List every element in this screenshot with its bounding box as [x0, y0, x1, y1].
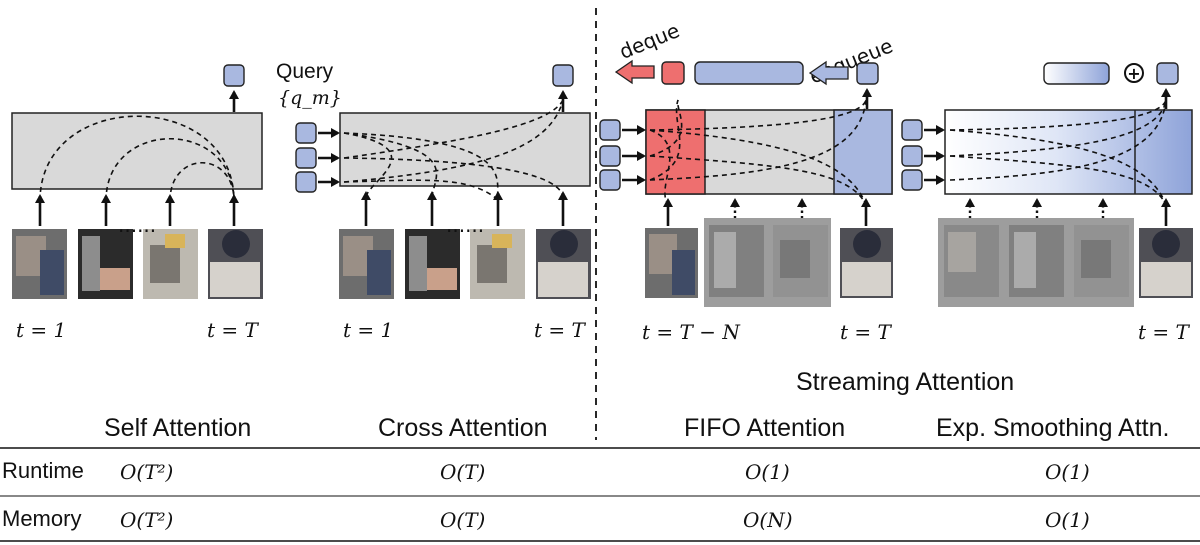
film-frame-icon [1139, 228, 1193, 298]
self-attn-arc [105, 137, 235, 202]
time-end-label: t = T [207, 318, 260, 342]
streaming-attention-label: Streaming Attention [796, 368, 1014, 396]
time-end-label: t = T [840, 320, 893, 344]
film-frame-icon [773, 225, 828, 297]
exp-attn-link [949, 155, 1167, 206]
table-cell: O(1) [1045, 460, 1090, 484]
time-start-label: t = T − N [642, 320, 741, 344]
exp-attn-link [949, 99, 1167, 131]
exp-attn-link [949, 129, 1167, 206]
exp-attn-link [949, 99, 1167, 181]
enqueued-token [856, 62, 879, 85]
cross-attn-link [343, 179, 499, 201]
film-frame-icon [645, 228, 698, 298]
exp-smoothing-box [944, 109, 1193, 195]
cross-attention-title: Cross Attention [378, 414, 548, 442]
query-token [295, 171, 317, 193]
complexity-table: Runtime O(T²) O(T) O(1) O(1) Memory O(T²… [0, 447, 1200, 542]
self-attn-arc [39, 115, 235, 202]
film-frame-icon [405, 229, 460, 299]
film-frame-icon [143, 229, 198, 299]
deque-label: deque [616, 18, 683, 64]
time-start-label: t = 1 [343, 318, 393, 342]
table-cell: O(T²) [120, 508, 173, 532]
query-token [295, 122, 317, 144]
fifo-attn-link [649, 99, 683, 157]
query-token [599, 119, 621, 141]
fifo-attn-link [649, 99, 681, 181]
film-frame-icon [1009, 225, 1064, 297]
fifo-oldest-slot [645, 109, 706, 195]
table-cell: O(T) [440, 508, 485, 532]
exp-smoothing-title: Exp. Smoothing Attn. [936, 414, 1169, 442]
query-symbol: {q_m} [278, 87, 342, 109]
fifo-attn-link [649, 129, 867, 206]
enqueue-arrow-icon [808, 60, 849, 86]
fifo-attention-title: FIFO Attention [684, 414, 845, 442]
smoothed-state-bar [1043, 62, 1110, 85]
table-cell: O(1) [1045, 508, 1090, 532]
output-token [223, 64, 245, 87]
plus-circle-icon [1124, 63, 1144, 83]
cross-attention-panel: Query {q_m} [276, 60, 591, 442]
film-frame-icon [536, 229, 591, 299]
fifo-attn-link [649, 155, 867, 206]
output-token [552, 64, 574, 87]
new-token [1156, 62, 1179, 85]
fifo-newest-slot [833, 109, 893, 195]
queue-bar [694, 61, 804, 85]
film-frame-icon [78, 229, 133, 299]
query-token [599, 169, 621, 191]
self-attention-panel: ...... t = 1 t = T Self Attention [11, 64, 263, 442]
time-start-label: t = 1 [16, 318, 66, 342]
deque-arrow-icon [614, 59, 655, 85]
frame-ellipsis: ...... [446, 213, 484, 237]
table-cell: O(T) [440, 460, 485, 484]
dequeued-token [661, 61, 685, 85]
table-row: Memory O(T²) O(T) O(N) O(1) [2, 506, 1090, 532]
film-frame-icon [709, 225, 764, 297]
row-label: Runtime [2, 458, 84, 483]
fifo-attn-link [649, 99, 867, 181]
film-frame-icon [208, 229, 263, 299]
self-attn-arc [169, 162, 235, 202]
film-frame-icon [1074, 225, 1129, 297]
film-frame-icon [944, 225, 999, 297]
query-label: Query [276, 60, 334, 83]
time-end-label: t = T [1138, 320, 1191, 344]
exp-smoothing-panel: + t = T Exp. Smoo [901, 62, 1193, 442]
query-token [599, 145, 621, 167]
query-token [901, 169, 923, 191]
row-label: Memory [2, 506, 81, 531]
fifo-attn-link [649, 99, 867, 131]
query-token [901, 119, 923, 141]
film-frame-icon [339, 229, 394, 299]
exp-attn-link [949, 99, 1167, 157]
cross-attn-link [343, 99, 564, 159]
fifo-attention-panel: deque enqueue [599, 18, 896, 442]
film-frame-icon [840, 228, 893, 298]
query-token [295, 147, 317, 169]
query-token [901, 145, 923, 167]
cross-attn-link [343, 99, 564, 183]
film-frame-icon [12, 229, 67, 299]
plus-symbol: + [1127, 64, 1140, 83]
cross-attention-box [339, 112, 591, 187]
table-cell: O(1) [745, 460, 790, 484]
frame-ellipsis: ...... [118, 213, 156, 237]
table-row: Runtime O(T²) O(T) O(1) O(1) [2, 458, 1090, 484]
table-cell: O(N) [743, 508, 793, 532]
table-cell: O(T²) [120, 460, 173, 484]
time-end-label: t = T [534, 318, 587, 342]
self-attention-box [11, 112, 263, 190]
fifo-attn-link [649, 129, 671, 206]
self-attention-title: Self Attention [104, 414, 251, 442]
film-frame-icon [470, 229, 525, 299]
